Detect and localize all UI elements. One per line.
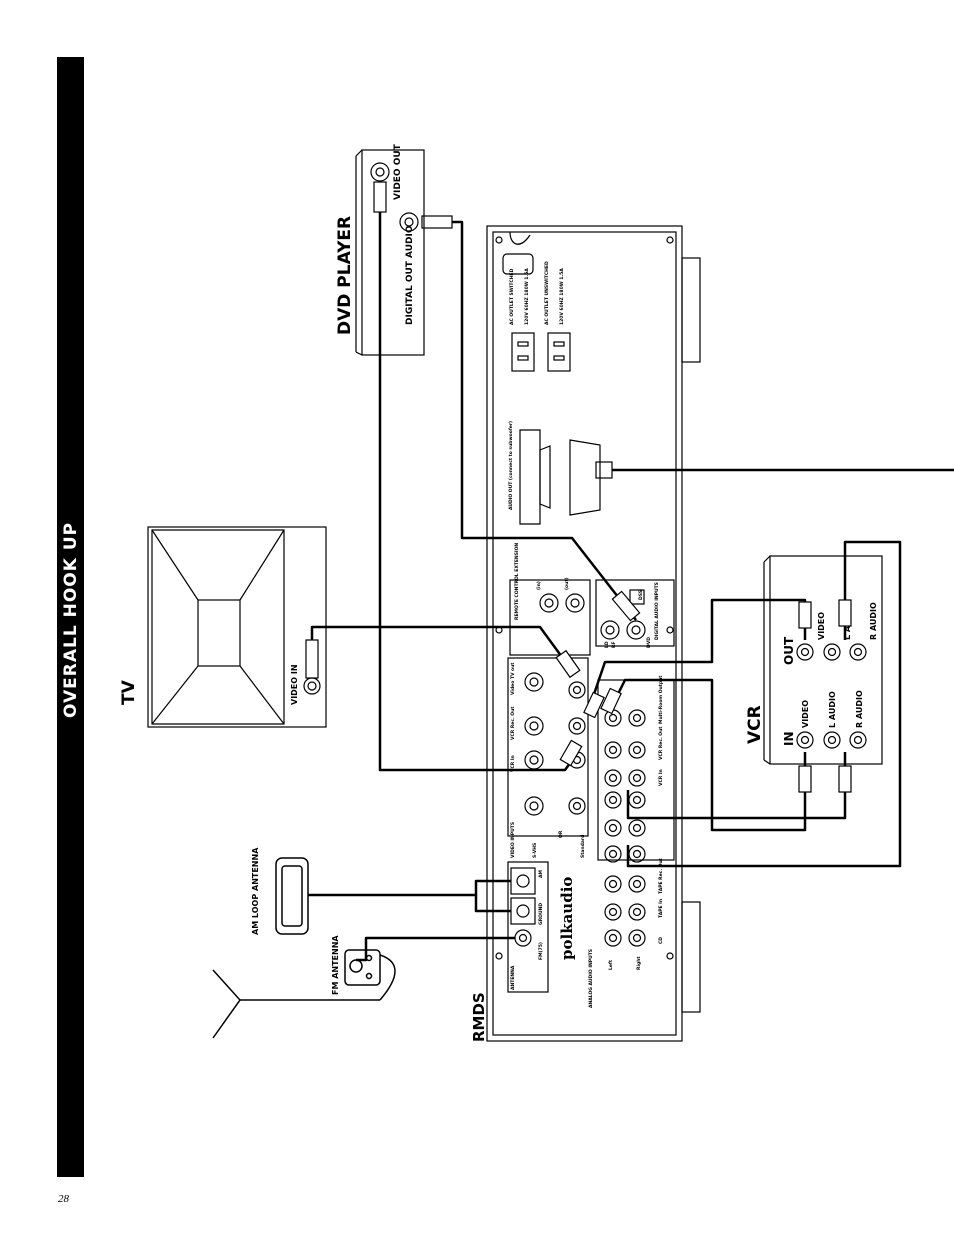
tv-video-in-label: VIDEO IN <box>290 664 299 705</box>
panel-ac-switched-spec: 120V 60HZ 180W 1.5A <box>524 268 530 325</box>
panel-analog-inputs: ANALOG AUDIO INPUTS <box>588 949 594 1008</box>
panel-vcr-in2: VCR In <box>658 769 664 786</box>
panel-vcr-in: VCR In <box>510 755 516 772</box>
panel-vcr-rec-out: VCR Rec. Out <box>510 706 516 740</box>
cable-fm <box>356 936 515 962</box>
panel-remote-in: (in) <box>536 581 542 590</box>
vcr-out-raudio-label: R AUDIO <box>869 602 878 640</box>
panel-vcr-rec-out2: VCR Rec. Out <box>658 726 664 760</box>
panel-remote: REMOTE CONTROL EXTENSION <box>514 543 520 620</box>
page-number: 28 <box>58 1193 69 1205</box>
section-title-bar <box>57 57 84 1177</box>
rmds-label: RMDS <box>470 992 488 1042</box>
panel-ac-unswitched-spec: 120V 60HZ 180W 1.5A <box>559 268 565 325</box>
vcr-in-label: IN <box>782 731 796 746</box>
cable-plugs <box>555 590 852 793</box>
panel-rf: RF <box>611 641 617 648</box>
panel-remote-out: (out) <box>564 577 570 590</box>
cable-am-2 <box>474 895 511 913</box>
panel-ld: LD <box>604 641 610 648</box>
fm-antenna <box>212 949 396 1039</box>
cable-vcr-video-out <box>590 598 807 701</box>
vcr-in-raudio-label: R AUDIO <box>855 690 864 728</box>
panel-or: OR <box>558 830 564 838</box>
vcr-out-video-label: VIDEO <box>817 612 826 640</box>
section-title: OVERALL HOOK UP <box>61 522 81 718</box>
fm-antenna-label: FM ANTENNA <box>331 935 340 995</box>
dvd-digital-out-label: DIGITAL OUT AUDIO <box>405 225 415 325</box>
vcr-in-laudio-label: L AUDIO <box>828 691 837 728</box>
panel-fm75: FM(75) <box>538 942 544 960</box>
panel-video-tv-out: Video TV out <box>510 662 516 695</box>
am-loop-antenna <box>275 857 309 935</box>
rmds-brand: polkaudio <box>558 877 576 960</box>
panel-video-inputs: VIDEO INPUTS <box>510 822 516 858</box>
vcr-label: VCR <box>745 705 765 744</box>
panel-right: Right <box>636 956 642 970</box>
vcr-out-label: OUT <box>782 636 796 665</box>
vcr <box>763 555 883 765</box>
tv-label: TV <box>119 679 139 705</box>
dvd-player <box>355 149 453 356</box>
panel-multi-room: Multi-Room Output <box>658 675 664 724</box>
rmds-unit <box>486 225 701 1042</box>
tv <box>147 526 327 728</box>
panel-standard: Standard <box>580 835 586 858</box>
vcr-in-video-label: VIDEO <box>801 700 810 728</box>
panel-ac-unswitched: AC OUTLET UNSWITCHED <box>544 261 550 325</box>
panel-dss: DSS <box>638 590 644 600</box>
cable-vcr-audio-out <box>626 540 902 868</box>
panel-digital-inputs: DIGITAL AUDIO INPUTS <box>654 582 660 640</box>
panel-dvd: DVD <box>646 637 652 648</box>
panel-tape-rec-out: TAPE Rec. Out <box>658 857 664 894</box>
cable-dvd-digital <box>452 220 637 621</box>
panel-antenna: ANTENNA <box>510 965 516 990</box>
dvd-video-out-label: VIDEO OUT <box>393 143 403 200</box>
panel-tape-in: TAPE In <box>658 899 664 918</box>
cable-tv-video <box>310 625 572 669</box>
panel-ground: GROUND <box>538 903 544 925</box>
cable-am <box>308 879 511 897</box>
panel-s-vhs: S-VHS <box>532 843 538 858</box>
panel-ac-switched: AC OUTLET SWITCHED <box>509 268 515 325</box>
am-antenna-label: AM LOOP ANTENNA <box>251 847 260 935</box>
panel-left: Left <box>608 959 614 970</box>
panel-am: AM <box>538 870 544 878</box>
panel-cd: CD <box>658 937 664 944</box>
dvd-label: DVD PLAYER <box>335 216 355 335</box>
panel-audio-out: AUDIO OUT (connect to subwoofer) <box>508 421 514 510</box>
